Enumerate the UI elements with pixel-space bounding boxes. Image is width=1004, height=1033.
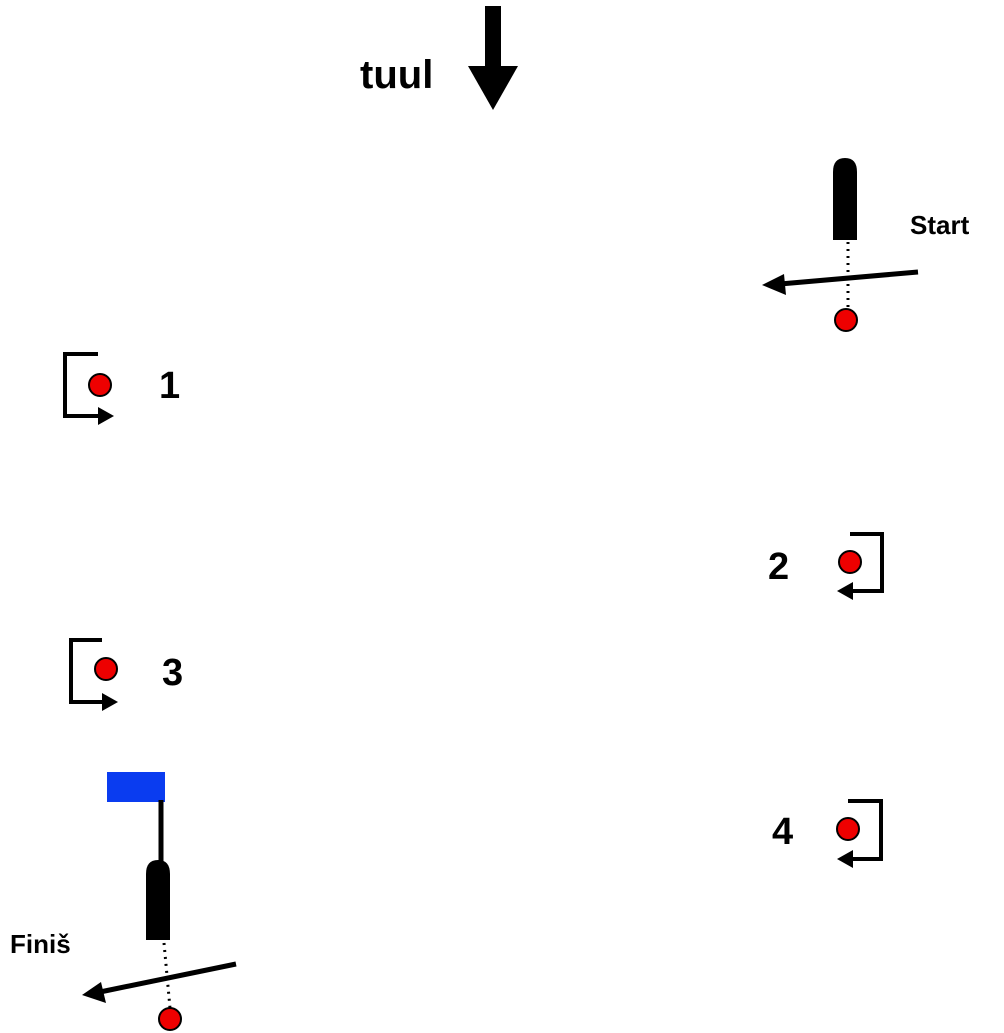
rounding-arrow-icon [848,799,883,861]
mark-number-4: 4 [772,811,793,853]
mark-number-1: 1 [159,365,180,407]
start-label: Start [910,210,970,240]
mark-buoy [836,817,860,841]
rounding-arrow-icon [63,352,100,418]
mark-number-3: 3 [162,652,183,694]
finish-line: Finiš [10,772,237,1031]
wind-indicator: tuul [360,6,518,110]
mark-number-2: 2 [768,546,789,588]
mark-buoy [94,657,118,681]
start-direction-arrow-icon [762,269,919,295]
start-pin-mark [834,308,858,332]
mark-2: 2 [768,532,884,600]
wind-label: tuul [360,53,433,97]
committee-boat-start-icon [833,158,857,240]
mark-1: 1 [63,352,180,425]
mark-4: 4 [772,799,883,868]
mark-3: 3 [69,638,183,711]
finish-pin-mark [158,1007,182,1031]
finish-direction-arrow-icon [82,961,237,1003]
wind-arrow-icon [468,6,518,110]
start-line: Start [762,158,970,332]
committee-boat-finish-icon [146,860,170,940]
rounding-arrow-icon [850,532,884,593]
finish-flag-icon [107,772,165,802]
mark-buoy [88,373,112,397]
rounding-arrow-icon [69,638,104,704]
finish-label: Finiš [10,929,71,959]
mark-buoy [838,550,862,574]
